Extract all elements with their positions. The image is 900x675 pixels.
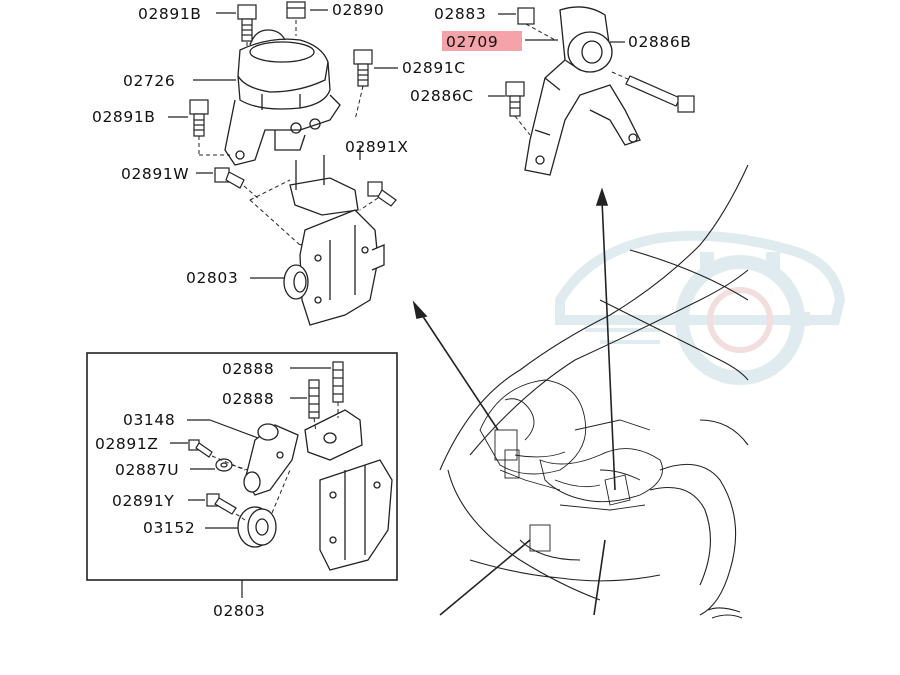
mount-dashed-lines bbox=[514, 23, 631, 136]
bushing-03152 bbox=[237, 506, 277, 548]
bolt-02891W bbox=[214, 167, 245, 189]
bracket-02803-top bbox=[283, 155, 385, 326]
label-02891X: 02891X bbox=[345, 138, 409, 156]
label-02886C: 02886C bbox=[410, 87, 474, 105]
label-02888-a: 02888 bbox=[222, 360, 274, 378]
bolt-02891Y bbox=[206, 493, 237, 515]
nut-02883 bbox=[517, 7, 535, 25]
engine-bay-outline bbox=[479, 379, 663, 552]
label-02891B-top: 02891B bbox=[138, 5, 202, 23]
bolt-02891X bbox=[367, 181, 397, 207]
bolt-02891C bbox=[353, 49, 373, 87]
label-03152: 03152 bbox=[143, 519, 195, 537]
label-02891C: 02891C bbox=[402, 59, 466, 77]
highlight-02709 bbox=[442, 31, 522, 51]
link-03148 bbox=[243, 423, 299, 496]
label-02891W: 02891W bbox=[121, 165, 189, 183]
label-02886B: 02886B bbox=[628, 33, 692, 51]
box-dashed-lines bbox=[211, 402, 339, 521]
watermark-logo bbox=[555, 230, 846, 385]
label-02726: 02726 bbox=[123, 72, 175, 90]
bolt-02886C bbox=[505, 81, 525, 117]
bolt-02891B-top bbox=[237, 4, 257, 42]
label-02891B-mid: 02891B bbox=[92, 108, 156, 126]
label-03148: 03148 bbox=[123, 411, 175, 429]
nut-02890 bbox=[286, 1, 306, 19]
washer-02887U bbox=[215, 458, 233, 472]
label-02803-top: 02803 bbox=[186, 269, 238, 287]
stud-02888-a bbox=[332, 361, 344, 403]
mount-02709 bbox=[524, 6, 641, 176]
label-02891Z: 02891Z bbox=[95, 435, 159, 453]
label-leaders bbox=[168, 9, 625, 529]
bolt-02886B bbox=[625, 75, 695, 113]
label-02887U: 02887U bbox=[115, 461, 179, 479]
label-02891Y: 02891Y bbox=[112, 492, 174, 510]
pointer-arrows bbox=[412, 187, 616, 616]
label-02890: 02890 bbox=[332, 1, 384, 19]
bolt-02891Z bbox=[188, 439, 213, 458]
car-body-outline bbox=[439, 164, 749, 619]
label-02883: 02883 bbox=[434, 5, 486, 23]
label-02888-b: 02888 bbox=[222, 390, 274, 408]
bolt-02891B-mid bbox=[189, 99, 209, 137]
label-02709: 02709 bbox=[446, 33, 498, 51]
bracket-02803-box bbox=[304, 409, 393, 571]
engine-mount-02726 bbox=[224, 29, 341, 166]
label-02803-bottom: 02803 bbox=[213, 602, 265, 620]
stud-02888-b bbox=[308, 379, 320, 419]
